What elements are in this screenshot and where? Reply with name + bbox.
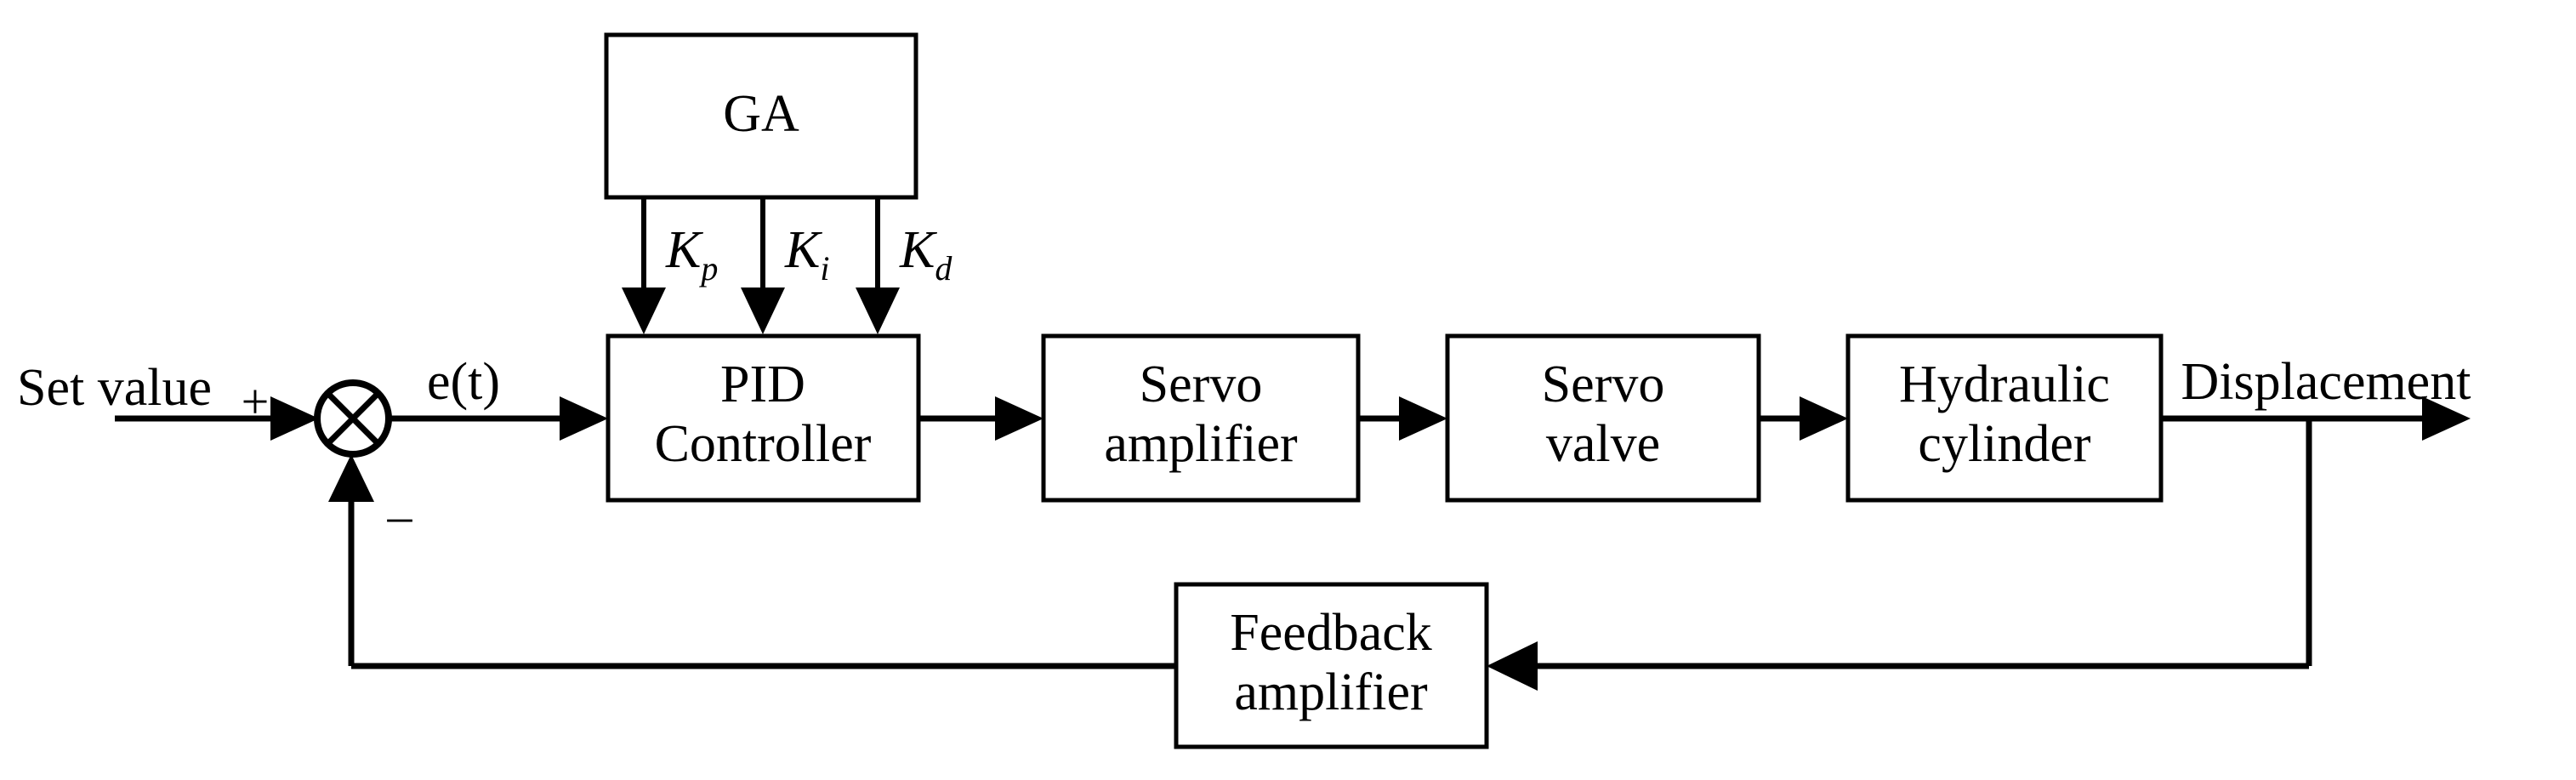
- wire-servo-amplifier-to-servo-valve: [1358, 396, 1447, 441]
- feedback-amplifier-arrowhead: [1487, 641, 1538, 691]
- servo-valve-arrowhead: [1399, 396, 1447, 441]
- output-arrowhead: [2422, 396, 2471, 441]
- ga-box[interactable]: [604, 32, 918, 200]
- block-feedback-amplifier[interactable]: Feedback amplifier: [1174, 582, 1489, 749]
- minus-sign-label: –: [387, 487, 413, 543]
- feedback-amplifier-box[interactable]: [1174, 582, 1489, 749]
- block-hydraulic-cylinder[interactable]: Hydraulic cylinder: [1845, 333, 2164, 503]
- kd-arrowhead: [856, 288, 900, 334]
- feedback-path: [328, 418, 2312, 691]
- gain-arrow-ki: Ki: [741, 197, 829, 334]
- kp-arrowhead: [622, 288, 666, 334]
- gain-arrow-kd: Kd: [856, 197, 952, 334]
- block-ga[interactable]: GA: [604, 32, 918, 200]
- ki-arrowhead: [741, 288, 785, 334]
- summing-junction-feedback-arrowhead: [328, 454, 374, 502]
- servo-amplifier-arrowhead: [995, 396, 1043, 441]
- block-servo-amplifier[interactable]: Servo amplifier: [1041, 333, 1361, 503]
- gain-label-kp: Kp: [665, 221, 718, 288]
- set-value-label: Set value: [17, 359, 212, 417]
- gain-label-kd: Kd: [899, 221, 952, 288]
- summing-junction[interactable]: [314, 379, 392, 458]
- block-pid-controller[interactable]: PID Controller: [606, 333, 921, 503]
- error-wire: [389, 396, 608, 441]
- feedback-amplifier-label-line2: amplifier: [1234, 663, 1428, 721]
- gain-label-ki: Ki: [784, 221, 829, 288]
- hydraulic-cylinder-arrowhead: [1800, 396, 1848, 441]
- input-arrowhead: [270, 396, 319, 441]
- servo-amplifier-label-line1: Servo: [1140, 356, 1263, 413]
- servo-amplifier-box[interactable]: [1041, 333, 1361, 503]
- error-arrowhead: [560, 396, 608, 441]
- error-signal-label: e(t): [427, 353, 500, 411]
- wire-servo-valve-to-hydraulic-cylinder: [1759, 396, 1848, 441]
- feedback-amplifier-label-line1: Feedback: [1230, 604, 1432, 662]
- input-wire: [115, 396, 319, 441]
- wire-pid-to-servo-amplifier: [918, 396, 1043, 441]
- servo-amplifier-label-line2: amplifier: [1104, 415, 1298, 473]
- hydraulic-cylinder-label-line2: cylinder: [1918, 415, 2090, 473]
- ga-label: GA: [723, 85, 799, 143]
- output-wire: [2161, 396, 2471, 441]
- hydraulic-cylinder-label-line1: Hydraulic: [1899, 356, 2110, 413]
- pid-controller-label-line2: Controller: [655, 415, 872, 473]
- block-servo-valve[interactable]: Servo valve: [1445, 333, 1761, 503]
- servo-valve-label-line2: valve: [1546, 415, 1660, 473]
- gain-arrow-kp: Kp: [622, 197, 718, 334]
- servo-valve-label-line1: Servo: [1542, 356, 1665, 413]
- pid-controller-label-line1: PID: [720, 356, 805, 413]
